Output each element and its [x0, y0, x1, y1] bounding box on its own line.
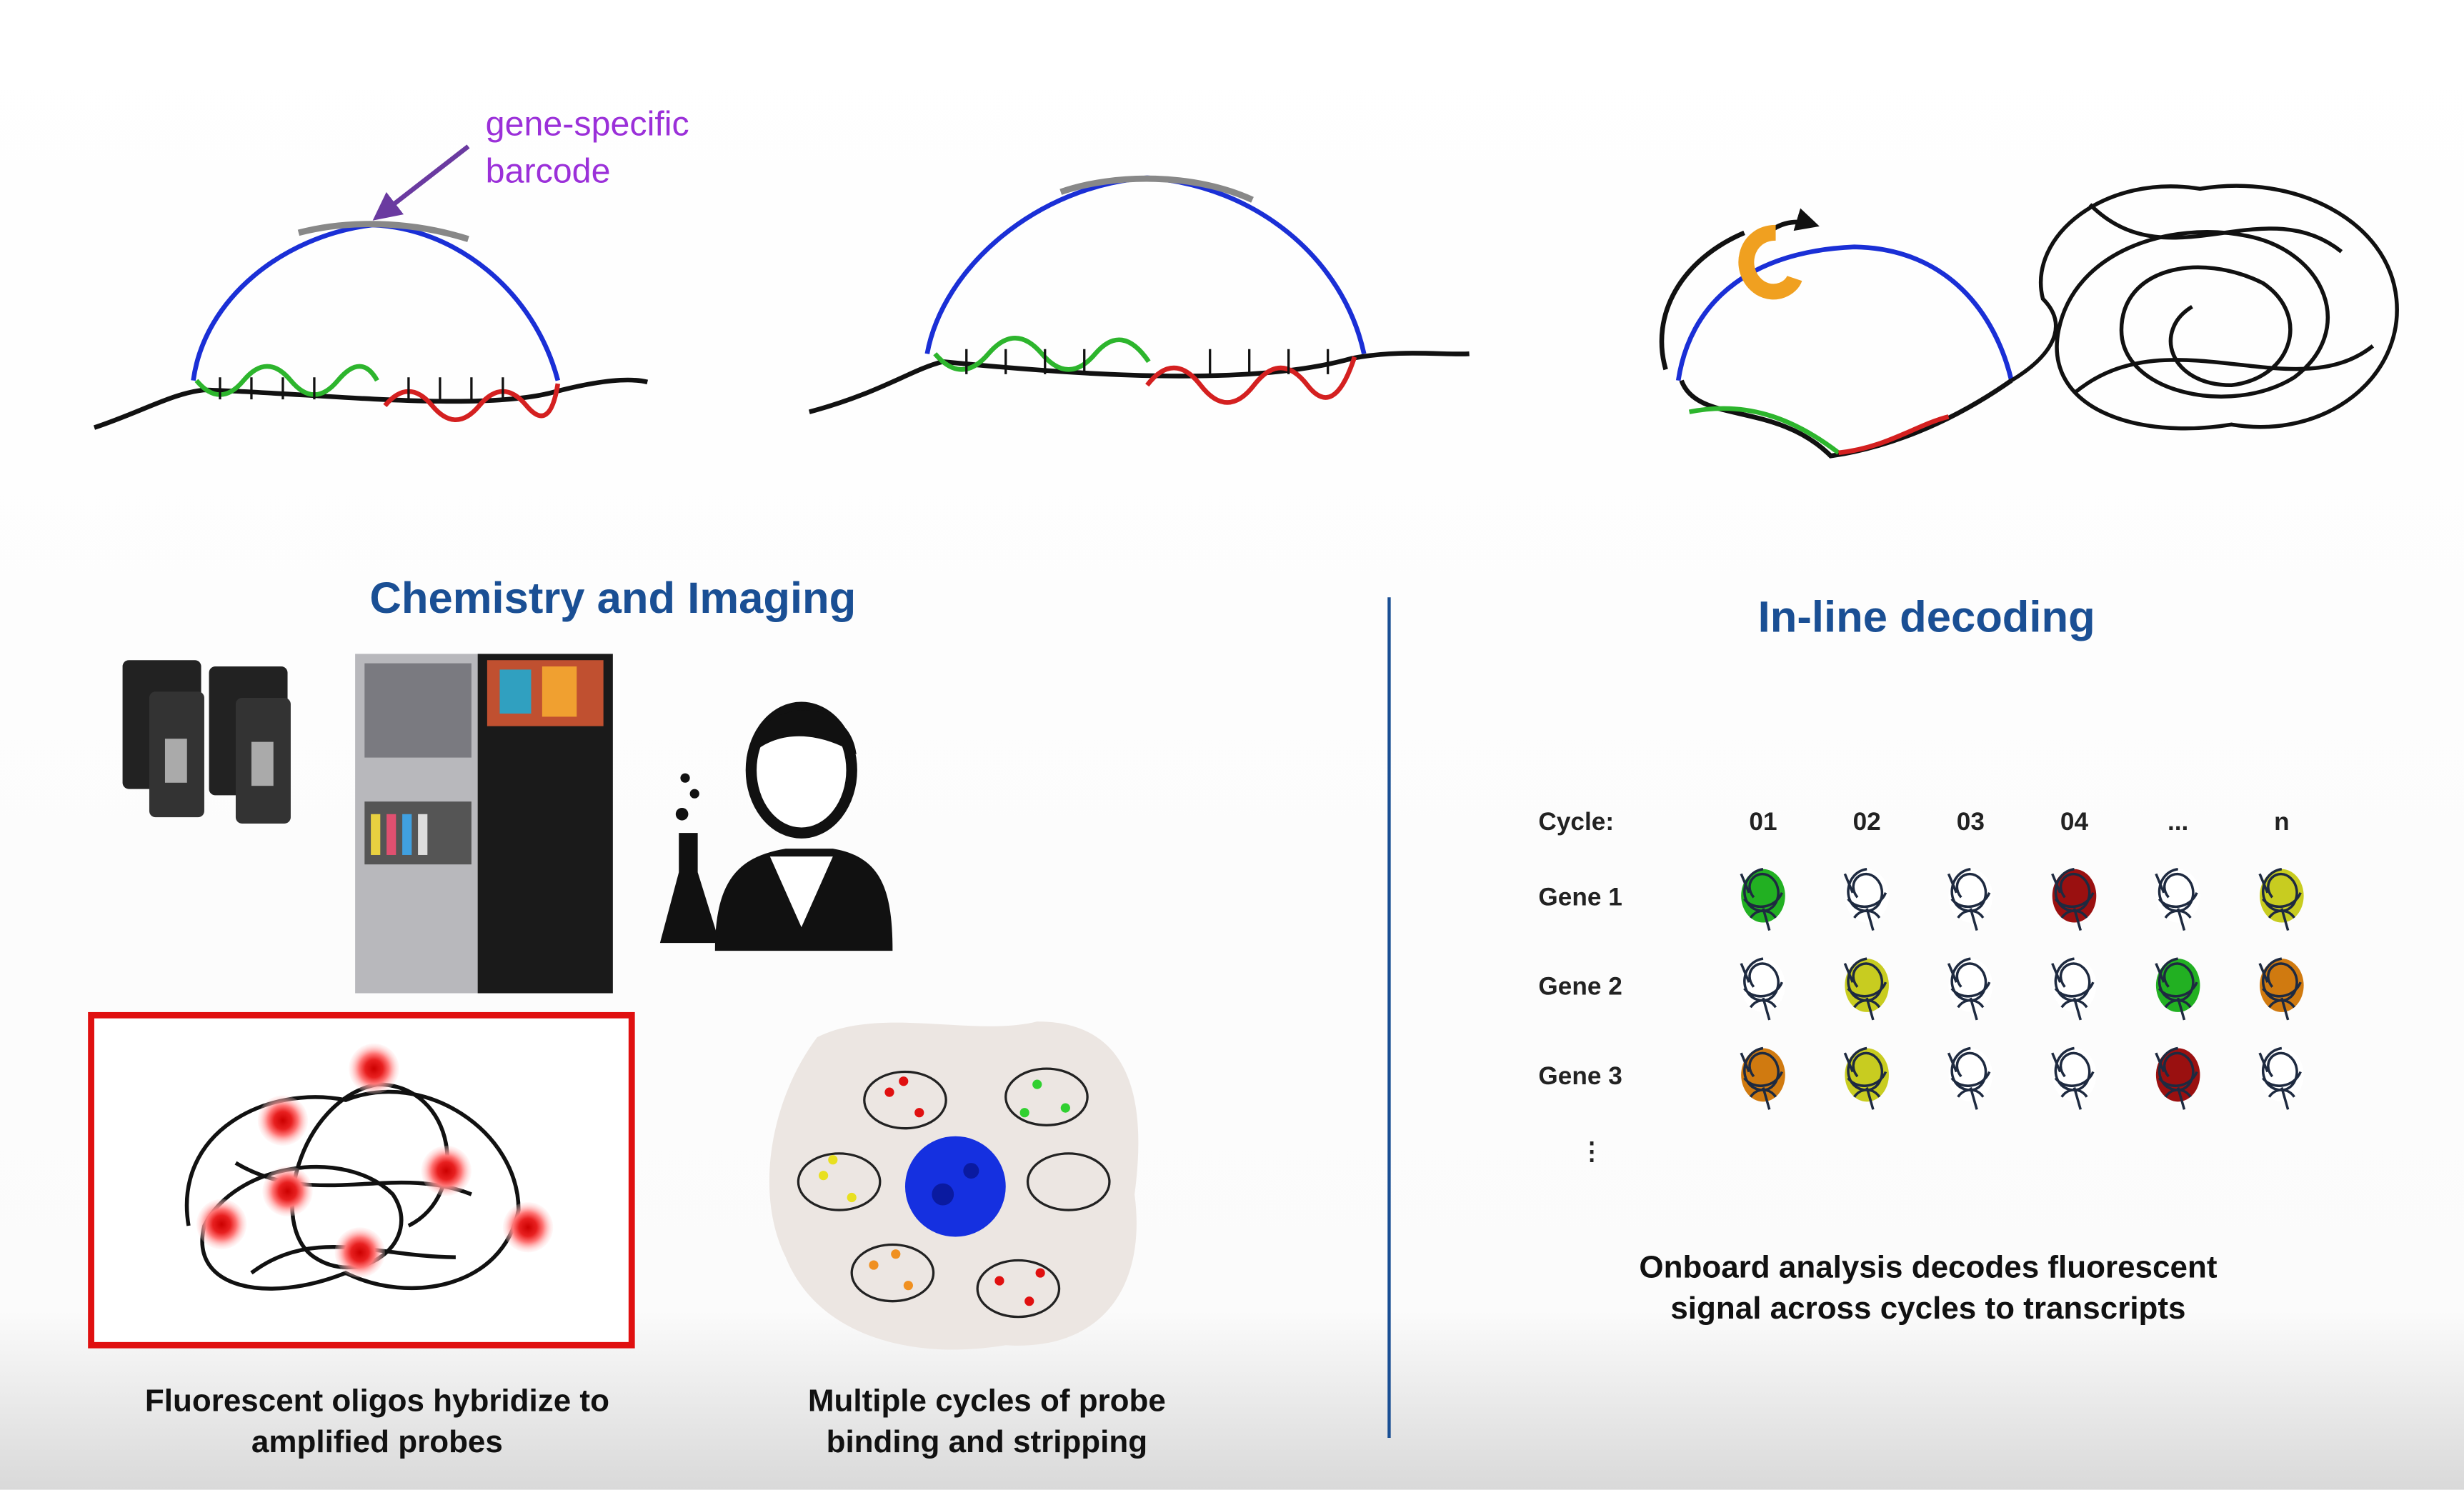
amplicon-icon [2155, 868, 2198, 931]
amplicon-icon [2051, 1046, 2095, 1110]
caption-hybridize-line2: amplified probes [251, 1424, 503, 1459]
gene-label: Gene 3 [1538, 1062, 1622, 1090]
probe-diagram-2 [808, 175, 1470, 414]
sequencing-instrument [355, 654, 613, 994]
amplicon-icon [1843, 957, 1887, 1021]
caption-hybridize-line1: Fluorescent oligos hybridize to [145, 1384, 609, 1419]
amplicon-icon [2258, 957, 2302, 1021]
amplicon-icon [1947, 1046, 1991, 1110]
fluorescent-dots [196, 1043, 554, 1278]
scientist-icon [659, 701, 893, 951]
amplicon-icon [1843, 868, 1887, 931]
amplicon-icon [2155, 957, 2198, 1021]
decoding-caption-line1: Onboard analysis decodes fluorescent [1639, 1250, 2217, 1285]
cycle-header: n [2274, 808, 2290, 836]
barcode-annotation-line2: barcode [486, 152, 611, 191]
inline-decoding-title: In-line decoding [1758, 593, 2095, 642]
annotation-arrow [372, 144, 470, 221]
cell-illustration [769, 1021, 1139, 1350]
gene-label: Gene 1 [1538, 883, 1622, 911]
polymerase-icon [1738, 224, 1802, 300]
amplicon-icon [1740, 957, 1783, 1021]
amplicon-icon [2155, 1046, 2198, 1110]
cycle-header: 04 [2060, 808, 2089, 836]
barcode-annotation-line1: gene-specific [486, 105, 689, 144]
amplicon-icon [1740, 1046, 1783, 1110]
nucleus [904, 1136, 1006, 1237]
amplicon-icon [2258, 1046, 2302, 1110]
cycle-header: 02 [1853, 808, 1881, 836]
more-rows-indicator: ⋮ [1580, 1138, 1605, 1166]
gene-label: Gene 2 [1538, 973, 1622, 1001]
cycle-header: ... [2168, 808, 2188, 836]
amplicon-icon [2051, 957, 2095, 1021]
cycle-header: 01 [1749, 808, 1777, 836]
chemistry-imaging-title: Chemistry and Imaging [369, 574, 856, 623]
cycle-header: 03 [1957, 808, 1985, 836]
probe-diagram-1 [93, 221, 649, 430]
caption-cycles-line2: binding and stripping [827, 1424, 1148, 1459]
amplicon-icon [1947, 957, 1991, 1021]
fluorescent-probe-panel [88, 1011, 635, 1349]
flow-cell-cartridges [122, 660, 291, 824]
amplicon-icon [2051, 868, 2095, 931]
amplicon-icon [2258, 868, 2302, 931]
decoding-caption-line2: signal across cycles to transcripts [1670, 1291, 2185, 1326]
amplicon-icon [1947, 868, 1991, 931]
caption-cycles-line1: Multiple cycles of probe [808, 1384, 1166, 1419]
rolling-circle-diagram [1659, 184, 2399, 459]
amplicon-icon [1843, 1046, 1887, 1110]
cycle-label: Cycle: [1538, 808, 1614, 836]
amplicon-icon [1740, 868, 1783, 931]
